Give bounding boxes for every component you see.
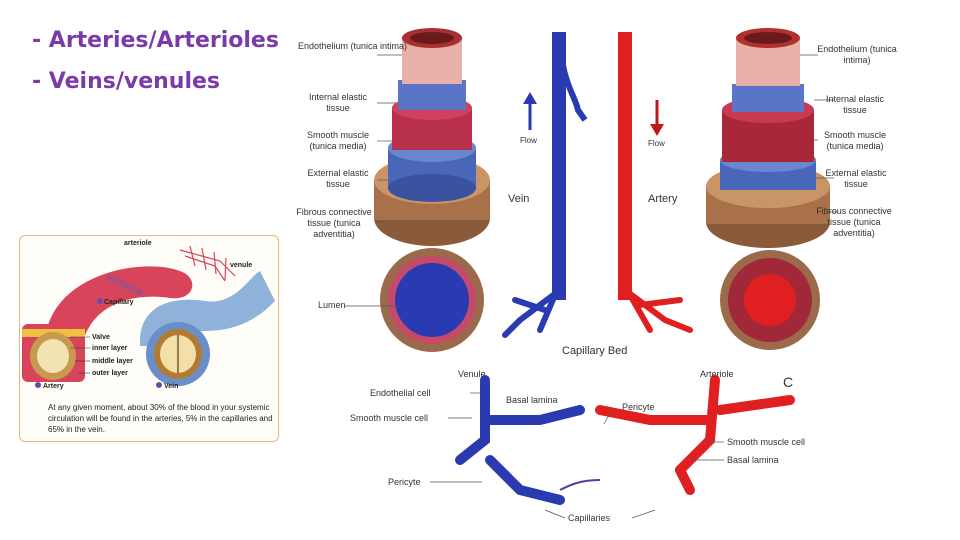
label-vein: Vein xyxy=(508,193,530,205)
inset-label-valve: Valve xyxy=(92,334,110,341)
right-label-smooth-muscle: Smooth muscle (tunica media) xyxy=(823,130,887,151)
inset-label-arteriole: arteriole xyxy=(124,240,152,247)
left-vessel-illustration xyxy=(374,28,490,246)
left-label-endothelium: Endothelium (tunica intima) xyxy=(298,41,408,51)
inset-label-venule: venule xyxy=(230,262,252,269)
inset-label-middle-layer: middle layer xyxy=(92,358,133,365)
label-artery: Artery xyxy=(648,193,678,205)
label-capillaries: Capillaries xyxy=(568,513,611,523)
inset-label-vein: Vein xyxy=(164,383,178,390)
bullet-veins: - Veins/venules xyxy=(32,69,221,94)
left-label-fibrous: Fibrous connective tissue (tunica advent… xyxy=(296,207,372,239)
bullet-arteries: - Arteries/Arterioles xyxy=(32,28,279,53)
right-label-external-elastic: External elastic tissue xyxy=(825,168,887,189)
left-label-smooth-muscle: Smooth muscle (tunica media) xyxy=(306,130,370,151)
label-basal-lamina-left: Basal lamina xyxy=(506,395,558,405)
inset-label-capillary: Capillary xyxy=(104,299,134,306)
inset-illustration: arteriole venule Capillary Valve inner l… xyxy=(22,240,275,390)
inset-label-inner-layer: inner layer xyxy=(92,345,128,352)
inset-label-artery: Artery xyxy=(43,383,64,390)
left-label-external-elastic: External elastic tissue xyxy=(307,168,369,189)
right-label-fibrous: Fibrous connective tissue (tunica advent… xyxy=(816,206,892,238)
label-arteriole: Arteriole xyxy=(700,369,734,379)
label-endothelial-cell: Endothelial cell xyxy=(370,388,431,398)
blood-distribution-note: At any given moment, about 30% of the bl… xyxy=(48,403,273,434)
label-smooth-muscle-cell-left: Smooth muscle cell xyxy=(350,413,429,423)
bullet-list: - Arteries/Arterioles - Veins/venules xyxy=(32,28,279,110)
label-flow-artery: Flow xyxy=(648,139,665,148)
label-pericyte-left: Pericyte xyxy=(388,477,421,487)
inset-artery-vein-figure: arteriole venule Capillary Valve inner l… xyxy=(19,235,279,442)
panel-letter: C xyxy=(783,374,794,390)
inset-label-outer-layer: outer layer xyxy=(92,370,128,377)
label-flow-vein: Flow xyxy=(520,136,537,145)
label-capillary-bed: Capillary Bed xyxy=(562,345,628,357)
right-label-internal-elastic: Internal elastic tissue xyxy=(825,94,885,115)
right-label-endothelium: Endothelium (tunica intima) xyxy=(817,44,897,65)
left-label-internal-elastic: Internal elastic tissue xyxy=(308,92,368,113)
label-smooth-muscle-cell-right: Smooth muscle cell xyxy=(727,437,806,447)
label-lumen: Lumen xyxy=(318,300,346,310)
label-pericyte-right: Pericyte xyxy=(622,402,655,412)
label-basal-lamina-right: Basal lamina xyxy=(727,455,779,465)
right-vessel-illustration xyxy=(706,28,830,248)
label-venule: Venule xyxy=(458,369,486,379)
